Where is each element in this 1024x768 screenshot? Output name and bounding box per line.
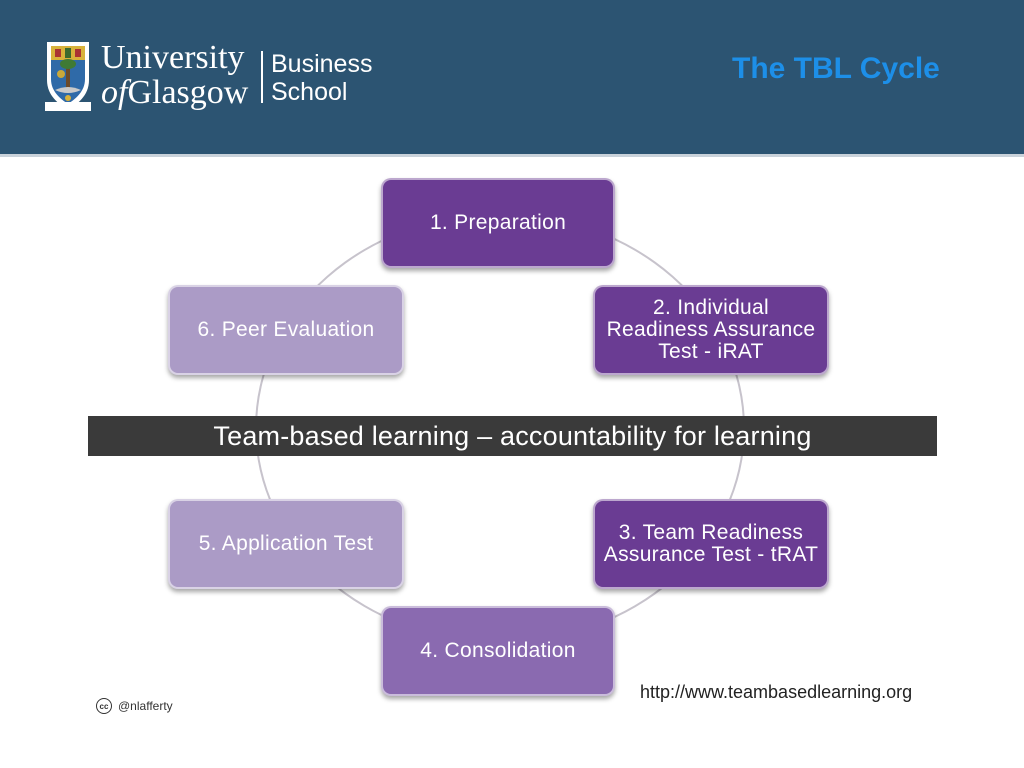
cycle-step-peer-evaluation: 6. Peer Evaluation xyxy=(168,285,404,375)
logo-glasgow-text: ofGlasgow xyxy=(101,76,248,110)
logo-university-text: University xyxy=(101,39,245,76)
step-label: 3. Team Readiness Assurance Test - tRAT xyxy=(603,521,819,566)
header-bar: University ofGlasgow Business School The… xyxy=(0,0,1024,154)
logo-divider xyxy=(261,51,263,103)
slide-title: The TBL Cycle xyxy=(732,52,940,85)
cycle-step-consolidation: 4. Consolidation xyxy=(381,606,615,696)
step-label: 2. Individual Readiness Assurance Test -… xyxy=(606,296,816,363)
cycle-step-preparation: 1. Preparation xyxy=(381,178,615,268)
cycle-step-irat: 2. Individual Readiness Assurance Test -… xyxy=(593,285,829,375)
step-label: 1. Preparation xyxy=(429,211,567,234)
logo-business-text: Business xyxy=(271,50,373,78)
university-logo[interactable]: University ofGlasgow Business School xyxy=(45,40,385,115)
cycle-step-application-test: 5. Application Test xyxy=(168,499,404,589)
credit-text: @nlafferty xyxy=(118,699,173,713)
banner-text: Team-based learning – accountability for… xyxy=(213,420,812,451)
university-crest-icon xyxy=(45,42,91,111)
credit-line: cc @nlafferty xyxy=(96,698,173,714)
logo-of-text: of xyxy=(101,74,128,111)
source-link[interactable]: http://www.teambasedlearning.org xyxy=(640,682,913,702)
accountability-banner: Team-based learning – accountability for… xyxy=(88,416,937,456)
cycle-step-trat: 3. Team Readiness Assurance Test - tRAT xyxy=(593,499,829,589)
creative-commons-icon: cc xyxy=(96,698,112,714)
logo-glasgow-word: Glasgow xyxy=(127,74,249,111)
logo-school-text: School xyxy=(271,78,348,106)
step-label: 6. Peer Evaluation xyxy=(197,318,375,341)
header-divider xyxy=(0,154,1024,157)
step-label: 4. Consolidation xyxy=(420,639,576,662)
step-label: 5. Application Test xyxy=(198,532,374,555)
